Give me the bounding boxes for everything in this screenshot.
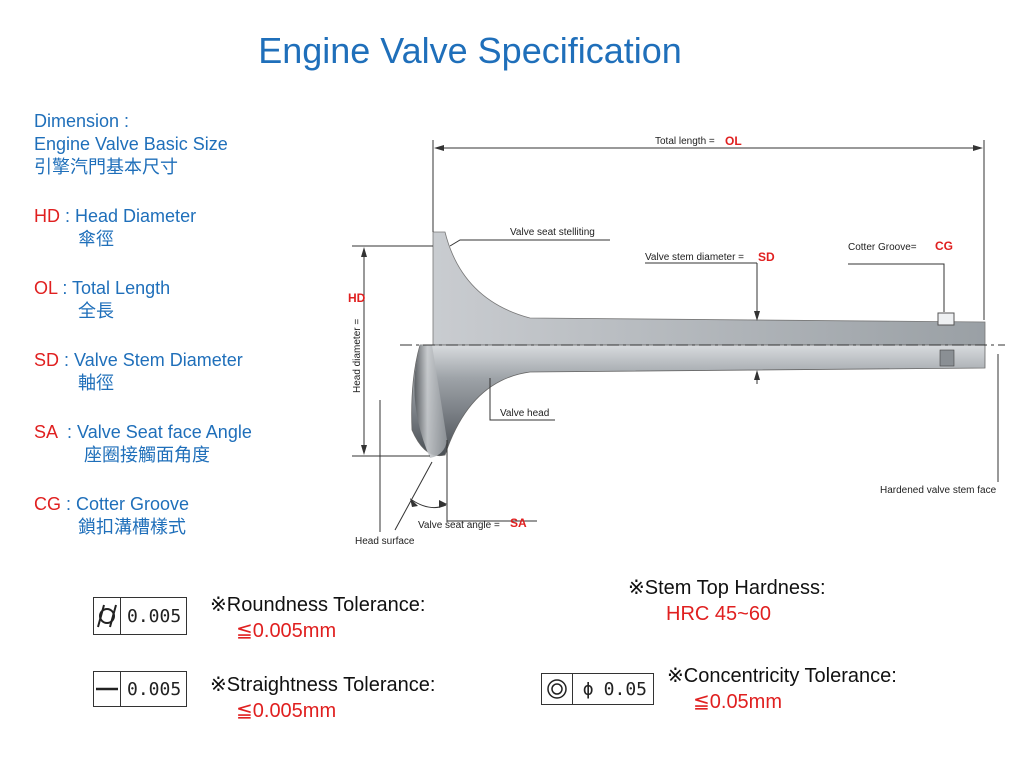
- roundness-icon: [94, 598, 121, 634]
- legend-item-sa: SA : Valve Seat face Angle 座圈接觸面角度: [34, 421, 252, 467]
- legend-code: CG: [34, 494, 61, 514]
- hd-code: HD: [348, 291, 366, 305]
- sa-angle-arc: [411, 499, 447, 509]
- seat-angle-code: SA: [510, 516, 527, 530]
- total-length-code: OL: [725, 134, 742, 148]
- legend-label: Valve Seat face Angle: [77, 422, 252, 442]
- concentricity-value: ≦0.05mm: [693, 691, 783, 713]
- legend-label: Total Length: [72, 278, 171, 298]
- cotter-groove-code: CG: [935, 239, 953, 253]
- seat-angle-label: Valve seat angle =: [418, 520, 500, 531]
- stem-diameter-code: SD: [758, 250, 775, 264]
- sa-arrow-right: [439, 500, 447, 508]
- legend-label: Head Diameter: [75, 206, 197, 226]
- legend-heading-dimension: Dimension :: [34, 111, 130, 131]
- roundness-note: ※Roundness Tolerance: ≦0.005mm: [210, 592, 425, 644]
- stem-groove-lower: [939, 349, 955, 367]
- legend-heading: Dimension : Engine Valve Basic Size 引擎汽門…: [34, 110, 252, 179]
- legend-heading-zh: 引擎汽門基本尺寸: [34, 157, 178, 177]
- hardness-value: HRC 45~60: [666, 603, 772, 625]
- concentricity-note: ※Concentricity Tolerance: ≦0.05mm: [667, 663, 897, 715]
- straightness-symbol-box: 0.005: [93, 671, 187, 707]
- concentricity-title: ※Concentricity Tolerance:: [667, 665, 897, 687]
- legend-zh: 鎖扣溝槽樣式: [78, 517, 186, 537]
- straightness-note: ※Straightness Tolerance: ≦0.005mm: [210, 672, 435, 724]
- concentricity-box-value: 0.05: [603, 678, 647, 700]
- legend-zh: 全長: [78, 301, 114, 321]
- valve-body-lower: [411, 344, 986, 457]
- legend-label: Cotter Groove: [76, 494, 190, 514]
- legend-code: SD: [34, 350, 60, 370]
- valve-head-leader: [489, 378, 555, 421]
- stem-diameter-label: Valve stem diameter =: [645, 252, 744, 263]
- roundness-box-value: 0.005: [127, 605, 182, 627]
- legend-sep: :: [61, 494, 77, 514]
- valve-diagram: Total length = OL Valve seat stelliting …: [348, 134, 1005, 547]
- concentricity-symbol-box: ϕ 0.05: [541, 673, 654, 705]
- concentricity-phi: ϕ: [582, 678, 594, 700]
- valve-section-upper: [432, 231, 986, 346]
- legend-zh: 軸徑: [78, 373, 114, 393]
- legend-code: SA: [34, 422, 58, 442]
- stelliting-leader: [449, 239, 610, 247]
- head-diameter-label: Head diameter =: [352, 319, 363, 393]
- legend-item-hd: HD : Head Diameter 傘徑: [34, 205, 252, 251]
- hd-arrow-top: [361, 247, 367, 257]
- straightness-value: ≦0.005mm: [236, 700, 337, 722]
- legend-sep: :: [59, 350, 75, 370]
- dimension-legend: Dimension : Engine Valve Basic Size 引擎汽門…: [34, 110, 252, 565]
- roundness-symbol-box: 0.005: [93, 597, 187, 635]
- straightness-box-value: 0.005: [127, 678, 182, 700]
- ol-arrow-left: [434, 145, 444, 151]
- legend-code: OL: [34, 278, 58, 298]
- valve-head-face: [414, 345, 447, 458]
- valve-head-label: Valve head: [500, 408, 549, 419]
- legend-item-ol: OL : Total Length 全長: [34, 277, 252, 323]
- page-title: Engine Valve Specification: [258, 30, 682, 71]
- legend-heading-basic-size: Engine Valve Basic Size: [34, 134, 228, 154]
- legend-sep: :: [57, 422, 78, 442]
- hardness-note: ※Stem Top Hardness: HRC 45~60: [628, 575, 826, 627]
- sd-arrow-bottom: [754, 370, 760, 380]
- sa-arrow-left: [410, 498, 418, 507]
- hardness-title: ※Stem Top Hardness:: [628, 577, 826, 599]
- legend-sep: :: [57, 278, 73, 298]
- straightness-title: ※Straightness Tolerance:: [210, 674, 436, 696]
- legend-code: HD: [34, 206, 60, 226]
- legend-label: Valve Stem Diameter: [74, 350, 243, 370]
- cotter-groove-label: Cotter Groove=: [848, 242, 917, 253]
- cg-leader: [848, 263, 945, 312]
- hd-arrow-bottom: [361, 445, 367, 455]
- head-surface-label: Head surface: [355, 536, 415, 547]
- hardened-face-label: Hardened valve stem face: [880, 485, 997, 496]
- stelliting-label: Valve seat stelliting: [510, 227, 595, 238]
- sd-arrow-top: [754, 311, 760, 321]
- legend-item-cg: CG : Cotter Groove 鎖扣溝槽樣式: [34, 493, 252, 539]
- legend-item-sd: SD : Valve Stem Diameter 軸徑: [34, 349, 252, 395]
- total-length-label: Total length =: [655, 136, 715, 147]
- roundness-value: ≦0.005mm: [236, 620, 337, 642]
- legend-zh: 座圈接觸面角度: [84, 445, 210, 465]
- cotter-groove-mark: [937, 312, 955, 326]
- legend-sep: :: [60, 206, 76, 226]
- legend-zh: 傘徑: [78, 229, 114, 249]
- straightness-icon: [94, 672, 121, 706]
- sa-line-angled: [394, 461, 433, 531]
- roundness-title: ※Roundness Tolerance:: [210, 594, 426, 616]
- concentricity-icon: [542, 674, 573, 704]
- ol-arrow-right: [973, 145, 983, 151]
